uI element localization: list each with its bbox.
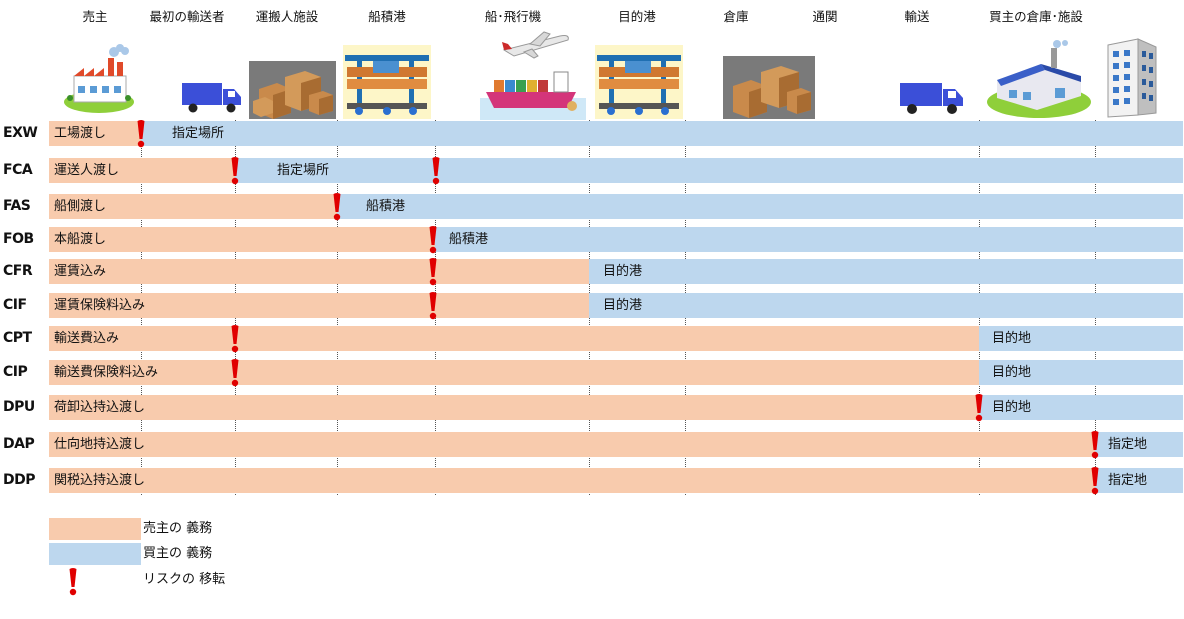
- seller-obligation-bar: [49, 360, 979, 385]
- buyer-obligation-bar: [337, 194, 1183, 219]
- seller-obligation-bar: [49, 158, 235, 183]
- seller-obligation-bar: [49, 395, 979, 420]
- seller-label: 関税込持込渡し: [54, 473, 146, 488]
- legend-buyer-label: 買主の 義務: [143, 546, 213, 561]
- seller-label: 荷卸込持込渡し: [54, 400, 146, 415]
- boxes-icon: [723, 56, 815, 119]
- stage-label-loading-port: 船積港: [368, 9, 406, 24]
- term-code-cip: CIP: [3, 364, 28, 380]
- truck-icon: [899, 80, 965, 116]
- buyer-label: 目的地: [992, 400, 1032, 415]
- buyer-obligation-bar: [141, 121, 1183, 146]
- ship-icon: [480, 62, 586, 120]
- risk-transfer-icon: [137, 120, 145, 148]
- legend-risk-label: リスクの 移転: [143, 572, 226, 587]
- risk-transfer-icon: [432, 157, 440, 185]
- term-code-exw: EXW: [3, 125, 38, 141]
- stage-label-first-carrier: 最初の輸送者: [149, 9, 225, 24]
- seller-label: 輸送費込み: [54, 331, 120, 346]
- buyer-obligation-bar: [589, 259, 1183, 284]
- stage-label-seller: 売主: [82, 9, 108, 24]
- airplane-icon: [500, 28, 572, 60]
- term-code-cpt: CPT: [3, 330, 32, 346]
- seller-label: 輸送費保険料込み: [54, 365, 159, 380]
- stage-label-buyer-facility: 買主の倉庫･施設: [989, 9, 1083, 24]
- port-crane-icon: [343, 45, 431, 119]
- seller-obligation-bar: [49, 259, 589, 284]
- risk-transfer-icon: [1091, 467, 1099, 495]
- term-code-fob: FOB: [3, 231, 34, 247]
- stage-label-warehouse: 倉庫: [723, 9, 749, 24]
- stage-label-carrier-facility: 運搬人施設: [255, 9, 319, 24]
- seller-label: 運送人渡し: [54, 163, 120, 178]
- buyer-obligation-bar: [979, 395, 1183, 420]
- buyer-obligation-bar: [979, 326, 1183, 351]
- risk-transfer-icon: [975, 394, 983, 422]
- stage-label-ship-plane: 船･飛行機: [484, 9, 542, 24]
- legend-seller-swatch: [49, 518, 141, 540]
- term-code-fas: FAS: [3, 198, 31, 214]
- risk-transfer-icon: [1091, 431, 1099, 459]
- buyer-obligation-bar: [1095, 468, 1183, 493]
- seller-obligation-bar: [49, 293, 589, 318]
- buyer-obligation-bar: [979, 360, 1183, 385]
- risk-transfer-icon: [231, 359, 239, 387]
- buyer-label: 船積港: [366, 199, 406, 214]
- term-code-dap: DAP: [3, 436, 35, 452]
- seller-obligation-bar: [49, 432, 1095, 457]
- seller-label: 運賃込み: [54, 264, 107, 279]
- legend-risk-icon: [69, 568, 77, 596]
- risk-transfer-icon: [333, 193, 341, 221]
- buyer-obligation-bar: [589, 293, 1183, 318]
- seller-obligation-bar: [49, 468, 1095, 493]
- seller-label: 工場渡し: [54, 126, 107, 141]
- seller-label: 仕向地持込渡し: [54, 437, 146, 452]
- seller-obligation-bar: [49, 326, 979, 351]
- term-code-cfr: CFR: [3, 263, 33, 279]
- term-code-dpu: DPU: [3, 399, 35, 415]
- buyer-label: 船積港: [449, 232, 489, 247]
- seller-obligation-bar: [49, 121, 141, 146]
- buyer-label: 指定地: [1108, 437, 1148, 452]
- legend-seller-label: 売主の 義務: [143, 521, 213, 536]
- term-code-cif: CIF: [3, 297, 27, 313]
- stage-label-destination-port: 目的港: [618, 9, 656, 24]
- buyer-label: 目的地: [992, 365, 1032, 380]
- building-icon: [1104, 37, 1158, 119]
- buyer-label: 指定場所: [172, 126, 225, 141]
- seller-label: 船側渡し: [54, 199, 107, 214]
- seller-label: 本船渡し: [54, 232, 107, 247]
- stage-label-customs: 通関: [812, 9, 838, 24]
- boxes-icon: [249, 61, 336, 119]
- risk-transfer-icon: [231, 157, 239, 185]
- stage-label-transport: 輸送: [904, 9, 930, 24]
- buyer-label: 指定地: [1108, 473, 1148, 488]
- buyer-label: 指定場所: [277, 163, 330, 178]
- factory-icon: [62, 42, 136, 114]
- term-code-fca: FCA: [3, 162, 33, 178]
- seller-obligation-bar: [49, 194, 337, 219]
- risk-transfer-icon: [429, 258, 437, 286]
- buyer-obligation-bar: [1095, 432, 1183, 457]
- seller-obligation-bar: [49, 227, 435, 252]
- buyer-label: 目的港: [603, 298, 643, 313]
- risk-transfer-icon: [429, 226, 437, 254]
- term-code-ddp: DDP: [3, 472, 36, 488]
- warehouse-icon: [985, 40, 1093, 120]
- seller-label: 運賃保険料込み: [54, 298, 146, 313]
- buyer-label: 目的港: [603, 264, 643, 279]
- truck-icon: [181, 80, 243, 114]
- buyer-obligation-bar: [235, 158, 1183, 183]
- buyer-obligation-bar: [435, 227, 1183, 252]
- legend-buyer-swatch: [49, 543, 141, 565]
- buyer-label: 目的地: [992, 331, 1032, 346]
- port-crane-icon: [595, 45, 683, 119]
- risk-transfer-icon: [429, 292, 437, 320]
- risk-transfer-icon: [231, 325, 239, 353]
